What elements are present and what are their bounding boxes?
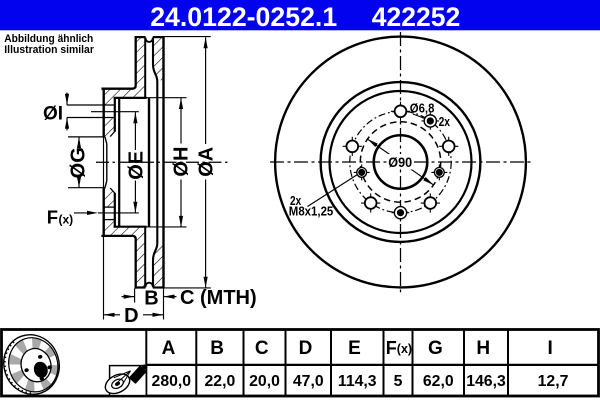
svg-text:D: D	[299, 338, 313, 359]
svg-text:Ø6,8: Ø6,8	[410, 101, 435, 116]
svg-text:A: A	[162, 338, 176, 359]
svg-text:(x): (x)	[397, 342, 412, 356]
svg-text:ØE: ØE	[126, 151, 148, 180]
svg-text:ØH: ØH	[171, 147, 193, 177]
svg-text:I: I	[548, 338, 553, 359]
svg-text:24.0122-0252.1: 24.0122-0252.1	[150, 1, 337, 32]
svg-text:D: D	[124, 305, 138, 327]
svg-text:Ø90: Ø90	[388, 155, 412, 170]
svg-text:12,7: 12,7	[538, 373, 569, 390]
svg-text:C: C	[255, 338, 269, 359]
svg-text:E: E	[348, 338, 361, 359]
svg-text:Illustration similar: Illustration similar	[4, 44, 94, 56]
svg-text:B: B	[144, 288, 158, 310]
svg-text:146,3: 146,3	[466, 373, 506, 390]
svg-text:280,0: 280,0	[152, 373, 192, 390]
svg-text:ØI: ØI	[43, 104, 63, 125]
svg-text:ØA: ØA	[196, 147, 218, 177]
svg-text:F: F	[47, 207, 58, 228]
svg-text:114,3: 114,3	[338, 373, 377, 390]
svg-text:M8x1,25: M8x1,25	[289, 204, 334, 218]
svg-text:B: B	[210, 338, 224, 359]
svg-text:5: 5	[394, 373, 403, 390]
svg-text:Abbildung ähnlich: Abbildung ähnlich	[4, 33, 93, 45]
svg-text:ØG: ØG	[68, 147, 90, 178]
svg-text:62,0: 62,0	[423, 373, 454, 390]
svg-text:(x): (x)	[59, 212, 74, 226]
svg-text:422252: 422252	[372, 1, 461, 32]
svg-text:20,0: 20,0	[249, 373, 280, 390]
svg-text:G: G	[428, 338, 443, 359]
svg-text:2x: 2x	[439, 114, 451, 129]
svg-text:22,0: 22,0	[205, 373, 236, 390]
svg-text:H: H	[476, 338, 490, 359]
svg-text:2x: 2x	[290, 194, 301, 208]
svg-text:47,0: 47,0	[293, 373, 324, 390]
svg-text:C (MTH): C (MTH)	[180, 287, 257, 309]
svg-text:F: F	[386, 338, 397, 358]
